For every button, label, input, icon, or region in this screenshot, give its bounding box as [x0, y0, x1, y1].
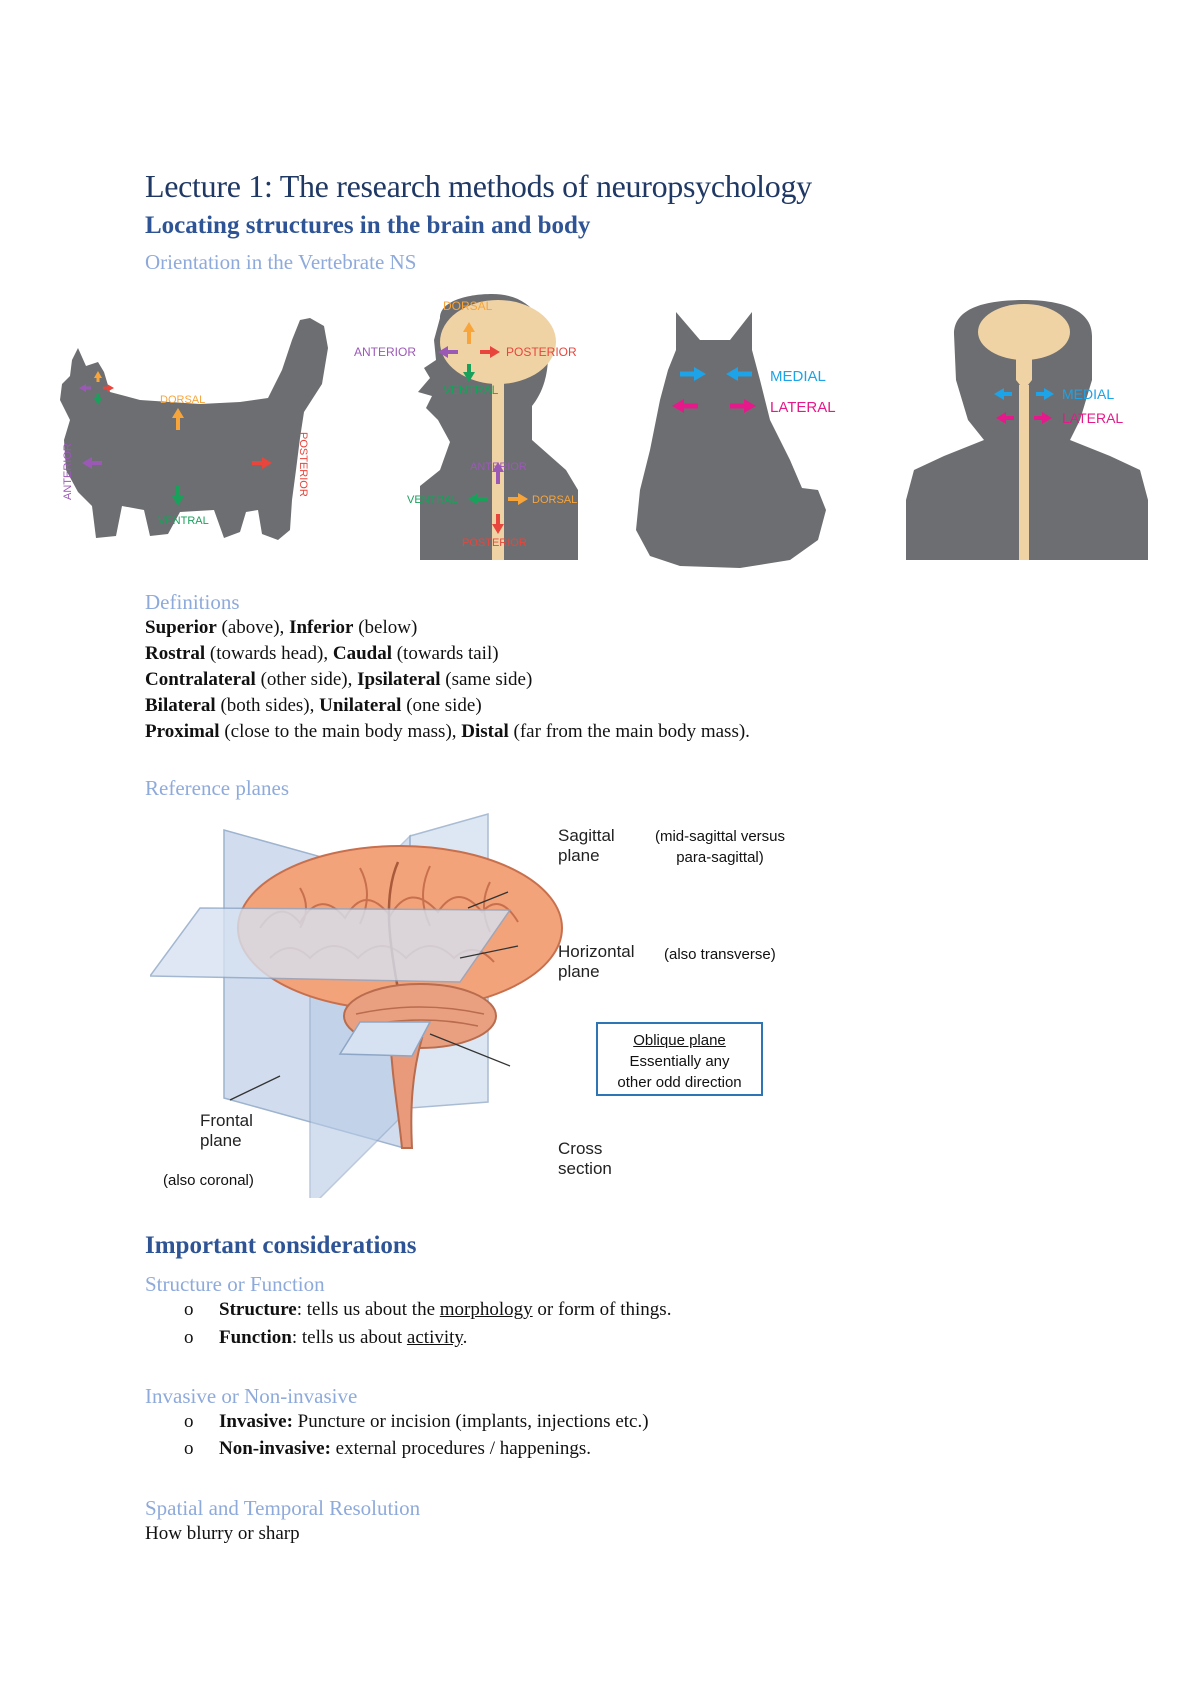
oblique-plane-box: Oblique plane Essentially any other odd …	[596, 1022, 763, 1096]
definition-row: Rostral (towards head), Caudal (towards …	[145, 643, 499, 664]
section-heading-considerations: Important considerations	[145, 1232, 417, 1259]
cat-ventral-label: VENTRAL	[158, 515, 209, 527]
human-back-arrows	[994, 388, 1054, 424]
subheading-resolution: Spatial and Temporal Resolution	[145, 1496, 421, 1520]
cat-medial-label: MEDIAL	[770, 368, 826, 385]
cat-side-arrows	[79, 371, 272, 506]
definitions-heading: Definitions	[145, 590, 240, 614]
subheading-invasive: Invasive or Non-invasive	[145, 1384, 358, 1408]
reference-planes-figure	[150, 813, 563, 1198]
human-posterior-label: POSTERIOR	[506, 345, 577, 359]
human-spine-posterior-label: POSTERIOR	[462, 537, 527, 549]
human-back-silhouette	[906, 300, 1148, 560]
orientation-figure: DORSAL VENTRAL ANTERIOR POSTERIOR DORSAL…	[60, 294, 1148, 568]
cat-side-silhouette	[60, 318, 328, 540]
human-medial-label: MEDIAL	[1062, 386, 1114, 402]
human-lateral-label: LATERAL	[1062, 410, 1123, 426]
cat-posterior-label: POSTERIOR	[297, 432, 309, 497]
subheading-orientation: Orientation in the Vertebrate NS	[145, 250, 417, 274]
cat-dorsal-label: DORSAL	[160, 394, 205, 406]
human-dorsal-label: DORSAL	[443, 299, 493, 313]
definition-row: Superior (above), Inferior (below)	[145, 617, 418, 638]
resolution-text: How blurry or sharp	[145, 1523, 300, 1544]
human-spine-dorsal-label: DORSAL	[532, 494, 577, 506]
human-anterior-label: ANTERIOR	[354, 345, 416, 359]
cat-front-arrows	[672, 367, 756, 413]
reference-planes-heading: Reference planes	[145, 776, 289, 800]
definition-row: Proximal (close to the main body mass), …	[145, 721, 750, 742]
definition-row: Bilateral (both sides), Unilateral (one …	[145, 695, 482, 716]
horizontal-plane	[150, 907, 512, 983]
human-side-arrows	[438, 322, 528, 534]
human-spine-anterior-label: ANTERIOR	[470, 461, 527, 473]
section-heading-locating: Locating structures in the brain and bod…	[145, 212, 591, 239]
horizontal-note: (also transverse)	[664, 946, 776, 963]
cat-front-silhouette	[636, 312, 826, 568]
oblique-plane-title: Oblique plane	[633, 1032, 726, 1049]
definition-row: Contralateral (other side), Ipsilateral …	[145, 669, 533, 690]
frontal-note: (also coronal)	[163, 1172, 254, 1189]
cat-lateral-label: LATERAL	[770, 399, 836, 416]
page-title: Lecture 1: The research methods of neuro…	[145, 168, 812, 204]
cross-section-plane	[338, 1021, 432, 1057]
subheading-structure-function: Structure or Function	[145, 1272, 325, 1296]
cat-anterior-label: ANTERIOR	[62, 443, 74, 500]
human-spine-ventral-label: VENTRAL	[407, 494, 458, 506]
human-ventral-label: VENTRAL	[443, 383, 499, 397]
